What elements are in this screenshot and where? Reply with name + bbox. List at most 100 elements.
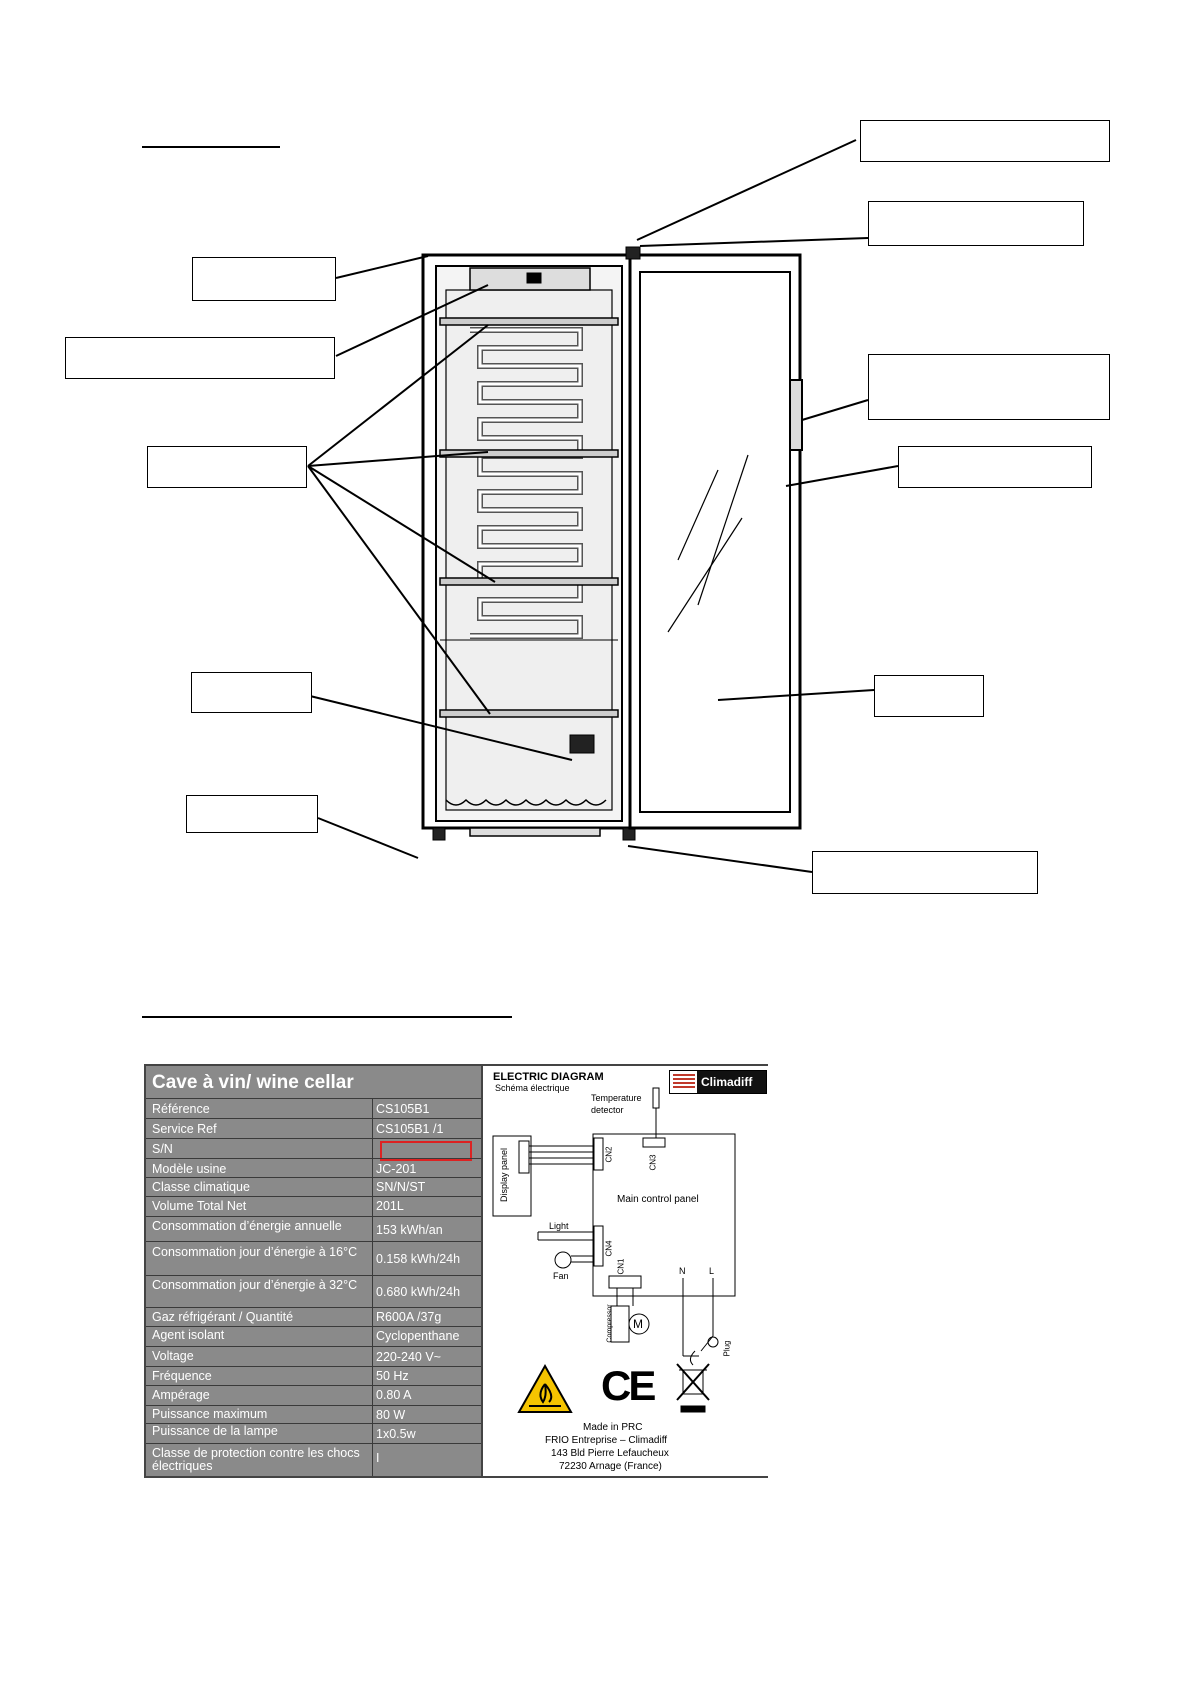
spec-name: Gaz réfrigérant / Quantité <box>152 1310 294 1324</box>
temperature-detector-label: Temperature detector <box>591 1092 655 1116</box>
serial-number-highlight <box>380 1141 472 1161</box>
display-panel-label: Display panel <box>499 1147 510 1203</box>
electric-diagram-panel: ELECTRIC DIAGRAM Schéma électrique Clima… <box>481 1066 768 1476</box>
spec-divider <box>372 1098 373 1476</box>
spec-value: CS105B1 <box>376 1102 430 1116</box>
spec-value: SN/N/ST <box>376 1180 426 1194</box>
spec-name: Modèle usine <box>152 1162 227 1176</box>
plug-label: Plug <box>722 1340 732 1357</box>
spec-row: Ampérage 0.80 A <box>146 1385 481 1405</box>
spec-name: Agent isolant <box>152 1328 225 1342</box>
spec-row: Référence CS105B1 <box>146 1098 481 1118</box>
compressor-label: Compressor <box>606 1304 614 1343</box>
spec-row: Modèle usine JC-201 <box>146 1158 481 1177</box>
brand-mark-icon <box>673 1074 695 1089</box>
spec-name: Classe de protection contre les chocs él… <box>152 1446 360 1473</box>
address-line-2: 72230 Arnage (France) <box>559 1461 662 1472</box>
label-title: Cave à vin/ wine cellar <box>152 1072 354 1093</box>
spec-row: Agent isolant Cyclopenthane <box>146 1326 481 1346</box>
spec-name: Puissance de la lampe <box>152 1424 278 1438</box>
callout-box <box>868 201 1084 246</box>
callout-box <box>860 120 1110 162</box>
heading-rule-top <box>142 146 280 148</box>
spec-name: Service Ref <box>152 1122 217 1136</box>
spec-row: Gaz réfrigérant / Quantité R600A /37g <box>146 1307 481 1326</box>
callout-box <box>192 257 336 301</box>
made-in-label: Made in PRC <box>583 1422 643 1433</box>
cn4-label: CN4 <box>604 1240 614 1257</box>
glass-door <box>625 246 803 830</box>
fan-label: Fan <box>553 1271 569 1281</box>
brand-logo: Climadiff <box>669 1070 767 1094</box>
spec-row: Voltage 220-240 V~ <box>146 1346 481 1366</box>
spec-row: Service Ref CS105B1 /1 <box>146 1118 481 1138</box>
callout-box <box>65 337 335 379</box>
spec-name: Consommation d’énergie annuelle <box>152 1219 342 1233</box>
l-terminal-label: L <box>709 1266 715 1276</box>
spec-row: Consommation jour d’énergie à 16°C 0.158… <box>146 1241 481 1275</box>
spec-value: CS105B1 /1 <box>376 1122 444 1136</box>
spec-value: 220-240 V~ <box>376 1350 441 1364</box>
spec-value: 153 kWh/an <box>376 1223 443 1237</box>
spec-row: Classe climatique SN/N/ST <box>146 1177 481 1196</box>
wine-cellar-diagram <box>307 139 899 873</box>
spec-value: 0.80 A <box>376 1388 412 1402</box>
rating-label: Cave à vin/ wine cellar Référence CS105B… <box>144 1064 768 1478</box>
ce-mark: CE <box>601 1362 656 1409</box>
electric-diagram-subtitle: Schéma électrique <box>495 1083 570 1093</box>
spec-name: Puissance maximum <box>152 1407 268 1421</box>
heading-rule-bottom <box>142 1016 512 1018</box>
spec-value: Cyclopenthane <box>376 1329 460 1343</box>
spec-value: R600A /37g <box>376 1310 442 1324</box>
main-control-panel-label: Main control panel <box>617 1194 699 1205</box>
spec-row: Fréquence 50 Hz <box>146 1366 481 1385</box>
spec-name: Référence <box>152 1102 210 1116</box>
cabinet <box>421 253 636 841</box>
spec-value: JC-201 <box>376 1162 417 1176</box>
light-label: Light <box>549 1221 569 1231</box>
brand-name: Climadiff <box>701 1075 753 1089</box>
spec-name: Volume Total Net <box>152 1199 247 1213</box>
n-terminal-label: N <box>679 1266 686 1276</box>
spec-row: Puissance maximum 80 W <box>146 1405 481 1423</box>
spec-value: I <box>376 1451 380 1465</box>
spec-name: Classe climatique <box>152 1180 250 1194</box>
spec-value: 201L <box>376 1199 404 1213</box>
spec-row: Volume Total Net 201L <box>146 1196 481 1216</box>
wiring-schematic <box>492 1087 736 1413</box>
spec-row: Puissance de la lampe 1x0.5w <box>146 1423 481 1443</box>
cn2-label: CN2 <box>604 1146 614 1163</box>
callout-box <box>812 851 1038 894</box>
address-line-1: 143 Bld Pierre Lefaucheux <box>551 1448 669 1459</box>
brand-name-box: Climadiff <box>697 1071 766 1093</box>
spec-value: 0.680 kWh/24h <box>376 1285 461 1299</box>
spec-name: Consommation jour d’énergie à 16°C <box>152 1245 358 1259</box>
spec-row: S/N <box>146 1138 481 1161</box>
spec-name: Fréquence <box>152 1369 212 1383</box>
spec-value: 80 W <box>376 1408 406 1422</box>
electric-diagram-title: ELECTRIC DIAGRAM <box>493 1071 604 1083</box>
callout-box <box>191 672 312 713</box>
spec-row: Classe de protection contre les chocs él… <box>146 1443 481 1476</box>
callout-box <box>874 675 984 717</box>
callout-box <box>868 354 1110 420</box>
spec-value: 0.158 kWh/24h <box>376 1252 461 1266</box>
spec-name: Voltage <box>152 1349 194 1363</box>
callout-box <box>898 446 1092 488</box>
cn3-label: CN3 <box>648 1154 658 1171</box>
cn1-label: CN1 <box>616 1258 626 1275</box>
spec-name: Consommation jour d’énergie à 32°C <box>152 1278 358 1292</box>
callout-box <box>147 446 307 488</box>
leader-lines <box>307 139 899 873</box>
spec-row: Consommation d’énergie annuelle 153 kWh/… <box>146 1216 481 1241</box>
spec-name: S/N <box>152 1142 173 1156</box>
spec-name: Ampérage <box>152 1388 210 1402</box>
spec-value: 50 Hz <box>376 1369 409 1383</box>
callout-box <box>186 795 318 833</box>
company-label: FRIO Entreprise – Climadiff <box>545 1435 668 1446</box>
motor-label: M <box>633 1317 643 1331</box>
spec-panel: Cave à vin/ wine cellar Référence CS105B… <box>146 1066 481 1476</box>
spec-value: 1x0.5w <box>376 1427 416 1441</box>
spec-row: Consommation jour d’énergie à 32°C 0.680… <box>146 1275 481 1307</box>
temperature-detector-text: Temperature detector <box>591 1093 642 1115</box>
